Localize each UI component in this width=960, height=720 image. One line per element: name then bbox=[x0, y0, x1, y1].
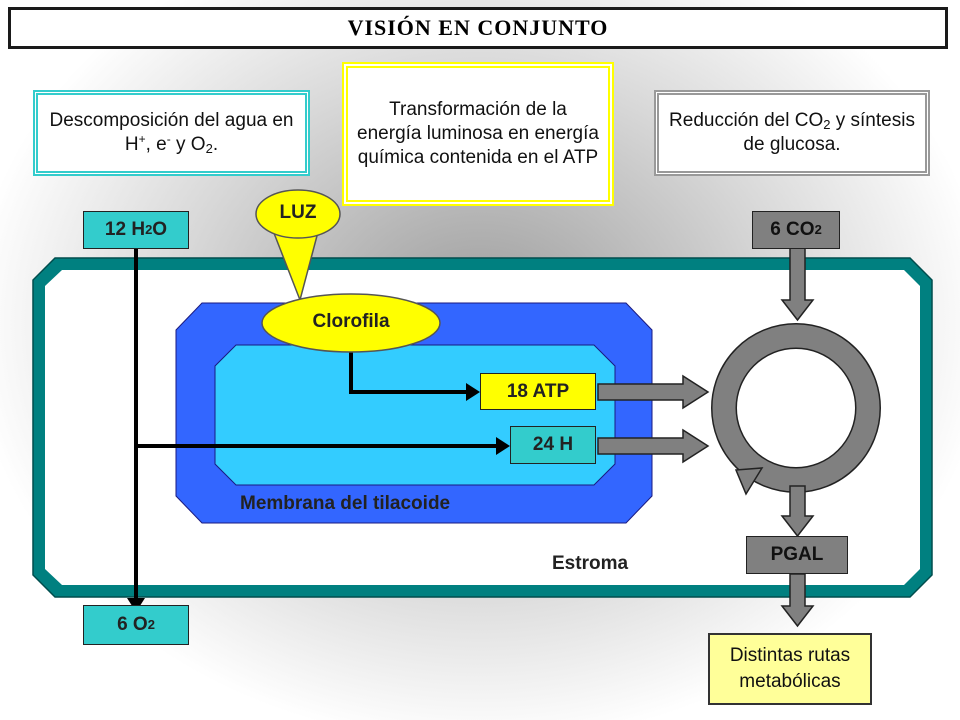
clorofila-ellipse bbox=[261, 293, 441, 353]
calvin-cycle-ring-fill bbox=[712, 324, 880, 492]
text-sub: 2 bbox=[205, 141, 213, 156]
metabolic-routes-box: Distintas rutas metabólicas bbox=[708, 633, 872, 705]
h-arrowhead bbox=[496, 437, 510, 455]
water-decomposition-text: Descomposición del agua en H+, e- y O2. bbox=[38, 109, 305, 157]
co2-reduction-text: Reducción del CO2 y síntesis de glucosa. bbox=[659, 109, 925, 157]
pgal-label: PGAL bbox=[746, 536, 848, 574]
energy-transformation-box: Transformación de la energía luminosa en… bbox=[342, 62, 614, 206]
text-part: Descomposición del agua en H bbox=[49, 110, 294, 155]
co2-reduction-box: Reducción del CO2 y síntesis de glucosa. bbox=[654, 90, 930, 176]
energy-transformation-text: Transformación de la energía luminosa en… bbox=[357, 99, 599, 168]
h-to-cycle-arrow bbox=[597, 428, 710, 464]
pgal-to-routes-arrow bbox=[780, 573, 815, 628]
cycle-to-pgal-arrow bbox=[780, 485, 815, 538]
thylakoid-lumen bbox=[214, 344, 616, 486]
metabolic-routes-text: Distintas rutas metabólicas bbox=[729, 645, 851, 692]
h-label: 24 H bbox=[510, 426, 596, 464]
text-part: 6 O bbox=[117, 614, 148, 635]
text-sup: - bbox=[166, 132, 171, 146]
text-part: y O bbox=[170, 134, 206, 155]
text-part: 6 CO bbox=[770, 219, 815, 240]
co2-arrow bbox=[780, 247, 815, 322]
luz-label: LUZ bbox=[279, 202, 317, 223]
page-title: VISIÓN EN CONJUNTO bbox=[8, 7, 948, 49]
atp-arrowhead bbox=[466, 383, 480, 401]
text-part: Reducción del CO bbox=[669, 110, 824, 131]
water-decomposition-box: Descomposición del agua en H+, e- y O2. bbox=[33, 90, 310, 176]
atp-to-cycle-arrow bbox=[597, 374, 710, 410]
text-sub: 2 bbox=[823, 117, 831, 132]
text-part: . bbox=[212, 134, 219, 155]
text-part: O bbox=[152, 219, 168, 240]
stroma-label: Estroma bbox=[552, 553, 629, 574]
luz-ellipse bbox=[255, 189, 341, 239]
atp-line bbox=[349, 348, 468, 394]
text-sup: + bbox=[138, 132, 146, 146]
text-part: y síntesis de glucosa. bbox=[743, 110, 915, 155]
cycle-arrowhead bbox=[734, 467, 764, 496]
membrane-label: Membrana del tilacoide bbox=[240, 493, 451, 514]
text-part: , e bbox=[145, 134, 167, 155]
clorofila-label: Clorofila bbox=[312, 311, 390, 332]
atp-label: 18 ATP bbox=[480, 373, 596, 410]
text-part: 12 H bbox=[104, 219, 146, 240]
